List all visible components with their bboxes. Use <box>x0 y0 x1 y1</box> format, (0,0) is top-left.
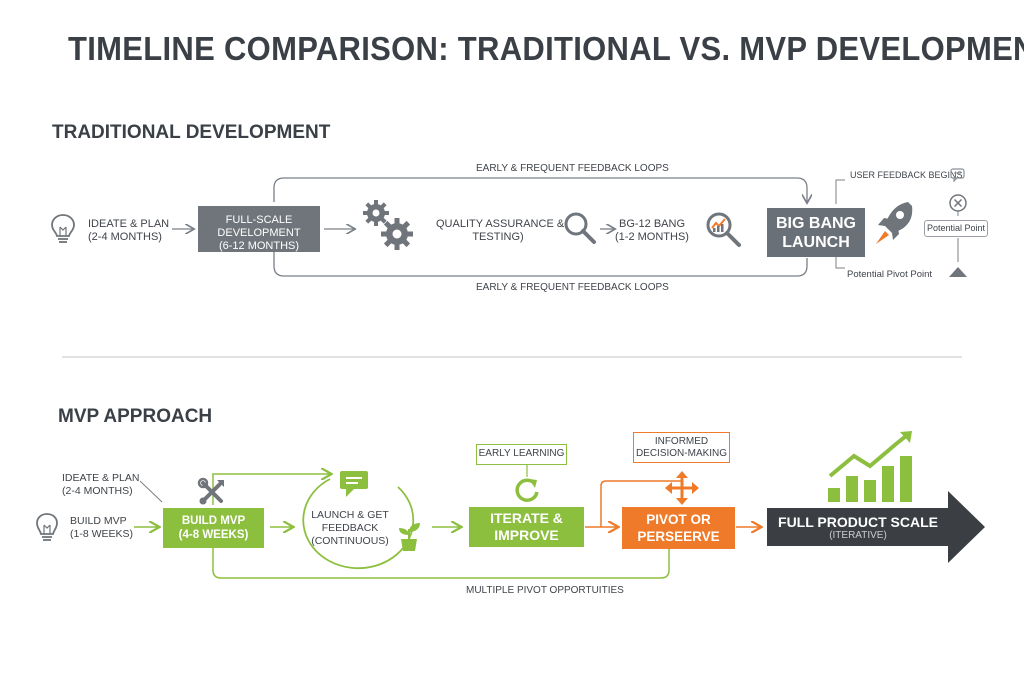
mvp-build-box: BUILD MVP (4-8 WEEKS) <box>163 508 264 548</box>
feedback-loop-top-label: EARLY & FREQUENT FEEDBACK LOOPS <box>476 163 669 174</box>
trad-launch-box: BIG BANG LAUNCH <box>767 208 865 257</box>
magnifier-chart-icon <box>706 212 741 247</box>
traditional-heading: TRADITIONAL DEVELOPMENT <box>52 122 331 143</box>
informed-box: INFORMED DECISION-MAKING <box>633 432 730 463</box>
pivot-bracket <box>835 257 845 269</box>
pivot-point-label: Potential Pivot Point <box>847 269 933 280</box>
mvp-build-left-label: BUILD MVP (1-8 WEEKS) <box>70 515 134 540</box>
wrench-icon <box>197 477 224 505</box>
close-circle-icon <box>949 194 967 212</box>
pivot-box: PIVOT OR PERSEERVE <box>622 507 735 549</box>
refresh-icon <box>515 478 539 502</box>
lightbulb-icon <box>36 513 58 541</box>
magnifier-icon <box>564 212 596 244</box>
trad-bigbang-label: BG-12 BANG (1-2 MONTHS) <box>615 218 689 243</box>
feedback-loop-bottom <box>273 252 808 277</box>
user-feedback-bracket <box>835 179 845 204</box>
launch-cycle <box>302 478 415 570</box>
arrow-orange-loop <box>600 480 682 527</box>
trad-fullscale-box: FULL-SCALE DEVELOPMENT (6-12 MONTHS) <box>198 206 320 252</box>
rocket-icon <box>876 202 913 244</box>
potential-point-label: Potential Point <box>924 220 988 237</box>
arrow-top-loop <box>212 474 330 505</box>
full-scale-arrow <box>767 491 985 563</box>
trad-ideate-label: IDEATE & PLAN (2-4 MONTHS) <box>88 218 170 243</box>
mvp-ideate-label: IDEATE & PLAN (2-4 MONTHS) <box>62 472 140 497</box>
mvp-heading: MVP APPROACH <box>58 406 213 427</box>
chat-small-icon <box>950 168 965 183</box>
multiple-pivot-loop <box>212 548 670 579</box>
plant-icon <box>399 523 420 551</box>
gears-icon <box>363 200 413 250</box>
early-learning-box: EARLY LEARNING <box>476 444 567 465</box>
full-scale-label: FULL PRODUCT SCALE (ITERATIVE) <box>778 514 938 542</box>
multiple-pivot-label: MULTIPLE PIVOT OPPORTUITIES <box>466 585 624 596</box>
feedback-loop-bottom-label: EARLY & FREQUENT FEEDBACK LOOPS <box>476 282 669 293</box>
move-arrows-icon <box>665 471 699 505</box>
trad-qa-label: QUALITY ASSURANCE & TESTING) <box>436 218 565 243</box>
mvp-launch-label: LAUNCH & GET FEEDBACK (CONTINUOUS) <box>311 509 389 547</box>
iterate-box: ITERATE & IMPROVE <box>469 507 584 547</box>
triangle-marker <box>949 267 967 277</box>
user-feedback-label: USER FEEDBACK BEGINS <box>850 170 963 180</box>
lightbulb-icon <box>51 214 75 243</box>
page-title: TIMELINE COMPARISON: TRADITIONAL VS. MVP… <box>68 30 1024 68</box>
chat-icon <box>340 471 368 497</box>
growth-chart-icon <box>828 431 912 502</box>
feedback-loop-top <box>273 177 807 202</box>
